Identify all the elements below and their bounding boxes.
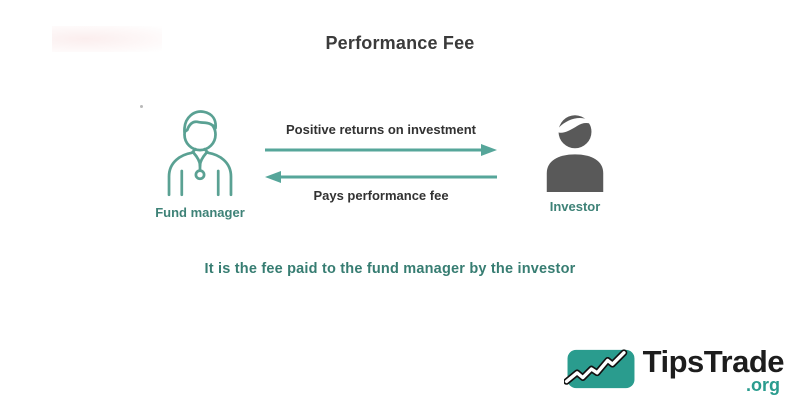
actor-fund-manager: Fund manager xyxy=(140,103,260,220)
caption-text: It is the fee paid to the fund manager b… xyxy=(204,261,576,277)
logo-text: TipsTrade .org xyxy=(642,344,785,395)
logo-tld: .org xyxy=(746,375,780,395)
stock-chart-uptrend-icon xyxy=(563,349,635,389)
arrow-right-icon xyxy=(265,144,497,156)
logo-name: TipsTrade xyxy=(642,344,785,379)
stray-dot-artifact xyxy=(140,105,143,108)
arrow-left-icon xyxy=(265,171,497,183)
bottom-arrow-label: Pays performance fee xyxy=(313,188,449,203)
tipstrade-logo: TipsTrade .org xyxy=(563,344,785,395)
flow-zone: Positive returns on investment Pays perf… xyxy=(263,122,499,203)
investor-icon xyxy=(546,115,604,192)
page-title: Performance Fee xyxy=(325,33,475,53)
actor-investor: Investor xyxy=(527,112,623,214)
investor-label: Investor xyxy=(549,199,601,214)
top-arrow-label: Positive returns on investment xyxy=(286,122,476,137)
fund-manager-label: Fund manager xyxy=(155,205,245,220)
fund-manager-icon xyxy=(167,110,233,197)
